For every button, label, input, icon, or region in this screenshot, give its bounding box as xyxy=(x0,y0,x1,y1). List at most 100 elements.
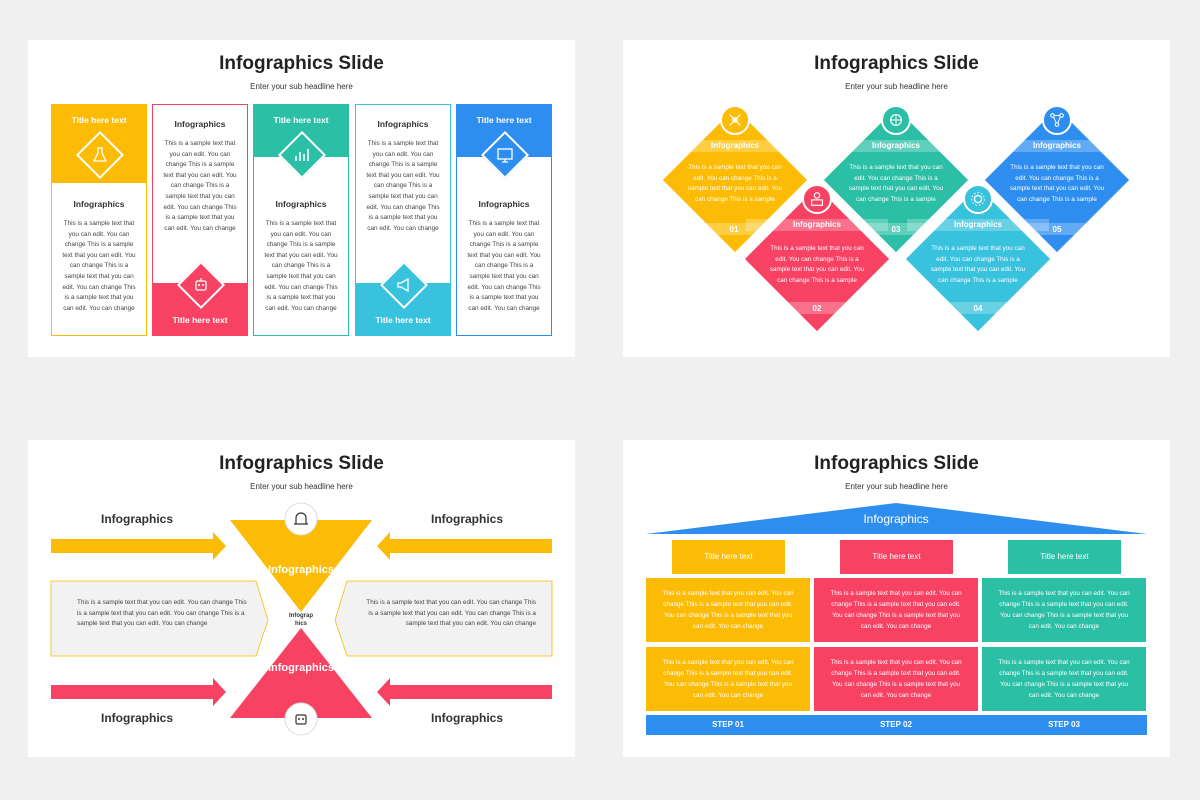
label-top-right: Infographics xyxy=(431,512,504,526)
column-text: This is a sample text that you can edit.… xyxy=(62,220,136,312)
slide-subtitle: Enter your sub headline here xyxy=(845,482,948,491)
diamond-text: This is a sample text that you can edit.… xyxy=(769,245,865,284)
arrow-top-left xyxy=(51,532,226,560)
slide-title: Infographics Slide xyxy=(219,453,384,474)
brain-icon xyxy=(890,114,902,126)
cell-2-3: This is a sample text that you can edit.… xyxy=(982,647,1146,711)
badge-top xyxy=(284,502,318,536)
gear-icon xyxy=(971,192,985,206)
column-4: Infographics This is a sample text that … xyxy=(355,104,451,336)
column-title-2: Title here text xyxy=(840,540,953,574)
hourglass-diagram xyxy=(50,502,553,736)
column-heading: Infographics xyxy=(275,199,327,209)
diamond-number: 04 xyxy=(973,304,983,313)
diamond-text: This is a sample text that you can edit.… xyxy=(687,164,783,203)
column-3: Title here text Infographics This is a s… xyxy=(253,104,349,336)
slide-subtitle: Enter your sub headline here xyxy=(250,82,353,91)
diamond-text: This is a sample text that you can edit.… xyxy=(930,245,1026,284)
diamond-number: 01 xyxy=(729,225,739,234)
slide-title: Infographics Slide xyxy=(219,53,384,74)
column-1: Title here text Infographics This is a s… xyxy=(51,104,147,336)
step-3: STEP 03 xyxy=(1048,720,1080,729)
diamond-label-strip xyxy=(825,140,967,152)
right-text: This is a sample text that you can edit.… xyxy=(366,599,536,628)
badge-circle xyxy=(802,184,832,214)
triangle-bottom-label: Infographics xyxy=(267,662,334,674)
diamond-label: Infographics xyxy=(792,220,841,229)
slide-subtitle: Enter your sub headline here xyxy=(250,482,353,491)
arrow-bottom-right xyxy=(377,678,552,706)
column-heading: Infographics xyxy=(377,119,429,129)
column-heading: Infographics xyxy=(174,119,226,129)
roof-shape xyxy=(646,503,1147,534)
diamond-text: This is a sample text that you can edit.… xyxy=(1009,164,1105,203)
lab-icon xyxy=(92,147,108,162)
text-panel-right xyxy=(334,580,553,657)
column-heading: Infographics xyxy=(73,199,125,209)
diamond-number-strip xyxy=(940,302,1016,314)
drone-icon xyxy=(729,114,741,126)
triangle-top-label: Infographics xyxy=(267,564,334,576)
slide-4[interactable]: Infographics Slide Enter your sub headli… xyxy=(623,440,1170,757)
megaphone-icon xyxy=(397,277,409,293)
diamond-number-strip xyxy=(779,302,855,314)
column-text: This is a sample text that you can edit.… xyxy=(366,140,440,232)
diamond-label: Infographics xyxy=(710,141,759,150)
cell-2-2: This is a sample text that you can edit.… xyxy=(814,647,978,711)
label-bottom-right: Infographics xyxy=(431,711,504,725)
diamond-label: Infographics xyxy=(1032,141,1081,150)
badge-circle xyxy=(1042,105,1072,135)
center-label-line-1: Infograp xyxy=(289,613,313,619)
step-2: STEP 02 xyxy=(880,720,912,729)
cell-1-1: This is a sample text that you can edit.… xyxy=(646,578,810,642)
diamond-number-strip xyxy=(696,223,772,235)
diamond-label-strip xyxy=(907,219,1049,231)
diamond-label-strip xyxy=(746,219,888,231)
chart-icon xyxy=(295,149,309,161)
monitor-icon xyxy=(497,148,513,163)
arrow-bottom-left xyxy=(51,678,226,706)
badge-circle xyxy=(963,184,993,214)
column-title-1: Title here text xyxy=(672,540,785,574)
column-5: Title here text Infographics This is a s… xyxy=(456,104,552,336)
triangle-bottom xyxy=(230,628,372,718)
diamond-label: Infographics xyxy=(953,220,1002,229)
slide-title: Infographics Slide xyxy=(814,453,979,474)
label-top-left: Infographics xyxy=(101,512,174,526)
diamond-number-strip xyxy=(1019,223,1095,235)
slide-2[interactable]: Infographics Slide Enter your sub headli… xyxy=(623,40,1170,357)
cell-2-1: This is a sample text that you can edit.… xyxy=(646,647,810,711)
cell-1-3: This is a sample text that you can edit.… xyxy=(982,578,1146,642)
column-text: This is a sample text that you can edit.… xyxy=(467,220,541,312)
diamond-number: 02 xyxy=(812,304,822,313)
left-text: This is a sample text that you can edit.… xyxy=(77,599,247,628)
slide-1[interactable]: Infographics Slide Enter your sub headli… xyxy=(28,40,575,357)
column-2: Infographics This is a sample text that … xyxy=(152,104,248,336)
diamond-number: 05 xyxy=(1052,225,1062,234)
arrow-top-right xyxy=(377,532,552,560)
badge-bottom xyxy=(284,702,318,736)
diamond-text: This is a sample text that you can edit.… xyxy=(848,164,944,203)
robot-icon xyxy=(295,714,307,725)
slide-title: Infographics Slide xyxy=(814,53,979,74)
diamond-label-strip xyxy=(986,140,1128,152)
diamond-label: Infographics xyxy=(871,141,920,150)
column-text: This is a sample text that you can edit.… xyxy=(163,140,237,232)
diamond-number: 03 xyxy=(891,225,901,234)
diamond-number-strip xyxy=(858,223,934,235)
roof-label: Infographics xyxy=(863,512,929,526)
network-icon xyxy=(1050,113,1064,127)
text-panel-left xyxy=(50,580,269,657)
brain-book-icon xyxy=(294,512,308,525)
label-bottom-left: Infographics xyxy=(101,711,174,725)
column-text: This is a sample text that you can edit.… xyxy=(264,220,338,312)
triangle-top xyxy=(230,520,372,612)
column-heading: Infographics xyxy=(478,199,530,209)
column-title-3: Title here text xyxy=(1008,540,1121,574)
user-laptop-icon xyxy=(811,192,823,206)
diamond-label-strip xyxy=(664,140,806,152)
step-1: STEP 01 xyxy=(712,720,744,729)
slide-3[interactable]: Infographics Slide Enter your sub headli… xyxy=(28,440,575,757)
cell-1-2: This is a sample text that you can edit.… xyxy=(814,578,978,642)
robot-icon xyxy=(195,278,207,291)
